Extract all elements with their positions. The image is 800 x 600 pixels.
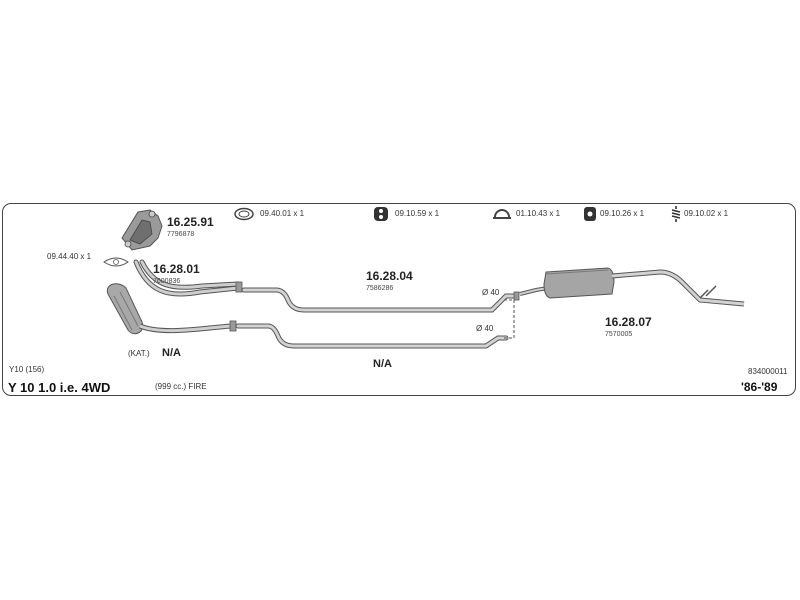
middle-pipe[interactable] (241, 287, 520, 313)
alt-middle-pipe[interactable] (235, 323, 509, 349)
exhaust-manifold[interactable] (121, 209, 163, 251)
oe-number-manifold: 7796878 (167, 231, 195, 238)
catalyst-na-label: N/A (162, 347, 181, 359)
accessory-label-gasket: 09.40.01 x 1 (260, 209, 305, 218)
diameter-label-upper: Ø 40 (482, 288, 500, 297)
part-number-manifold: 16.25.91 (167, 215, 214, 229)
gasket-ring-icon (234, 207, 254, 221)
part-number-rear-silencer: 16.28.07 (605, 315, 652, 329)
dashed-connector (504, 299, 515, 339)
exhaust-clamp-icon (493, 209, 511, 219)
engine-info: (999 cc.) FIRE (155, 382, 207, 391)
oe-number-middle-pipe: 7586286 (366, 285, 394, 292)
vehicle-code: Y10 (156) (9, 365, 45, 374)
flange-gasket[interactable] (103, 257, 129, 267)
part-number-middle-pipe: 16.28.04 (366, 269, 413, 283)
catalogue-number: 834000011 (748, 367, 788, 376)
rubber-hanger-icon (374, 207, 388, 221)
alt-middle-pipe-na-label: N/A (373, 358, 392, 370)
spring-bolt-icon (671, 206, 681, 222)
accessory-label-clamp: 01.10.43 x 1 (516, 209, 561, 218)
accessory-label-hanger: 09.10.59 x 1 (395, 209, 440, 218)
rear-silencer[interactable] (519, 267, 745, 307)
oe-number-rear-silencer: 7570005 (605, 331, 633, 338)
flange-gasket-label: 09.44.40 x 1 (47, 252, 92, 261)
accessory-label-spring: 09.10.02 x 1 (684, 209, 729, 218)
front-pipe[interactable] (133, 259, 243, 297)
mount-bracket-icon (584, 207, 596, 221)
accessory-label-bracket: 09.10.26 x 1 (600, 209, 645, 218)
catalytic-converter[interactable] (106, 283, 237, 335)
vehicle-model: Y 10 1.0 i.e. 4WD (8, 380, 111, 395)
production-years: '86-'89 (741, 380, 778, 394)
oe-number-front-pipe: 7600836 (153, 278, 181, 285)
diameter-label-lower: Ø 40 (476, 324, 494, 333)
catalyst-prefix: (KAT.) (128, 349, 150, 358)
part-number-front-pipe: 16.28.01 (153, 262, 200, 276)
